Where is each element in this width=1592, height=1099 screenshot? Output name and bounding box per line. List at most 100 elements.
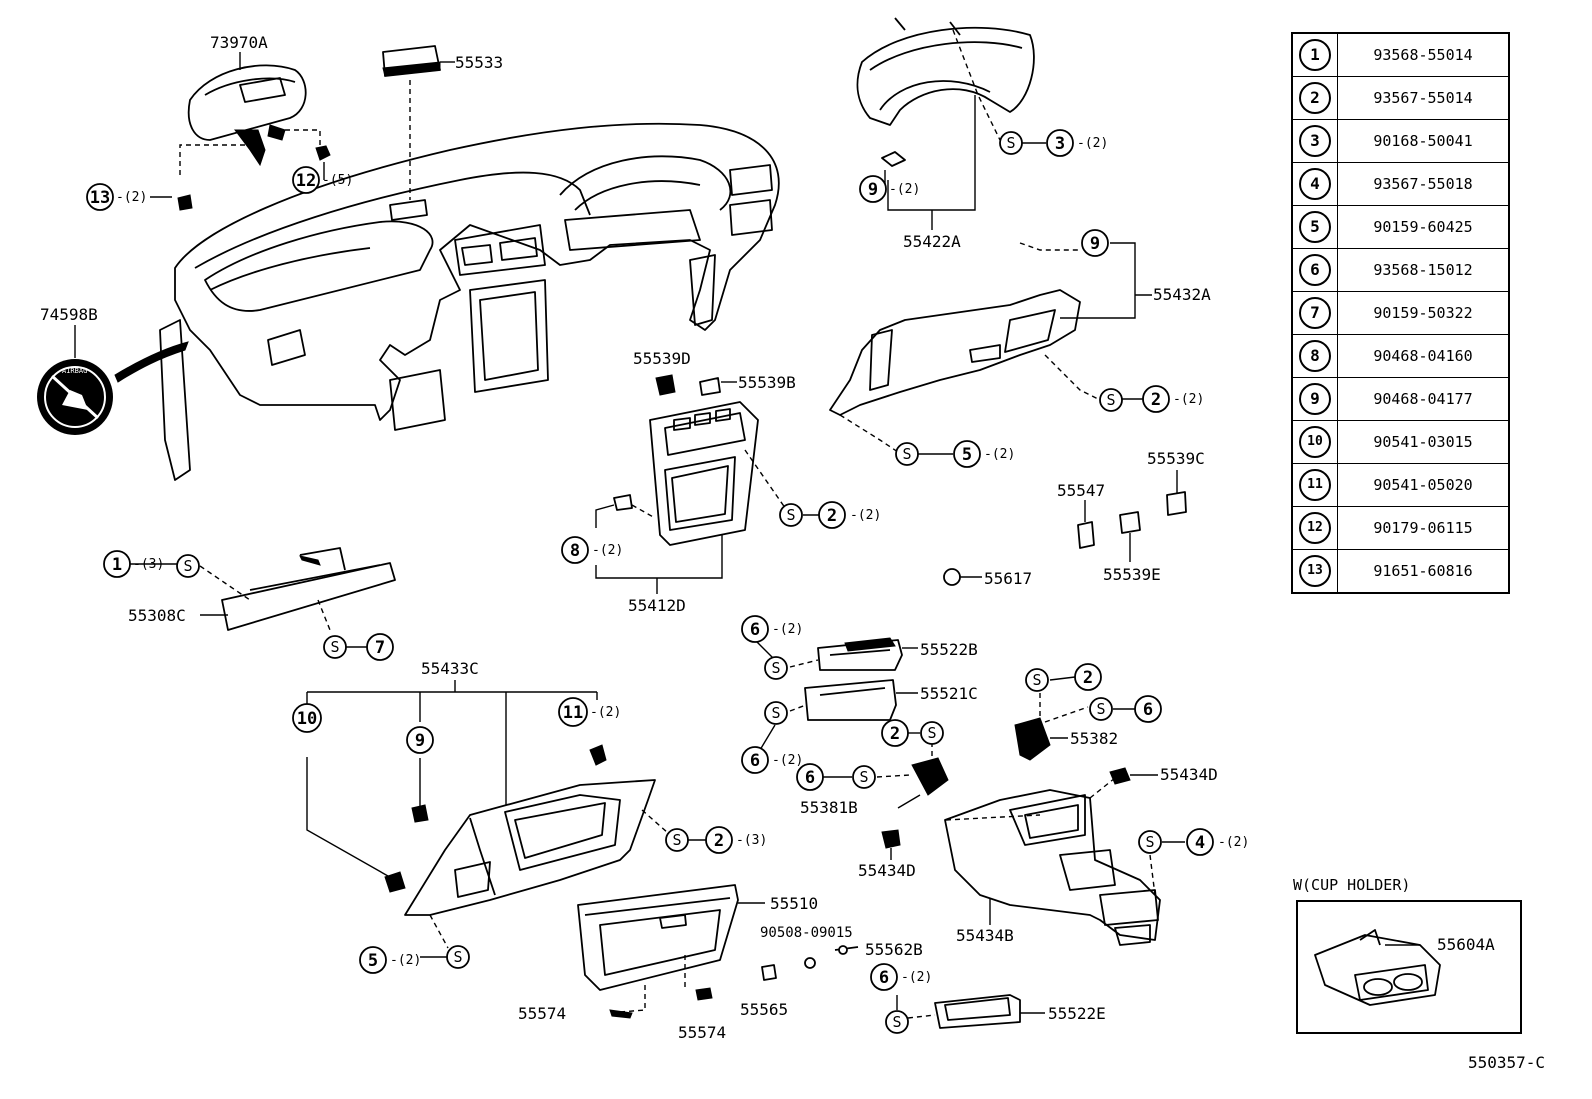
callout-8: 8 — [570, 541, 580, 561]
parts-table-part-number: 91651-60816 — [1337, 549, 1510, 594]
screw-symbol: S — [1032, 671, 1041, 689]
screw-symbol: S — [927, 724, 936, 742]
callout-2-cluster: 2 — [827, 506, 837, 526]
callout-6-box-bottom-qty: -(2) — [772, 753, 803, 768]
label-55539D: 55539D — [633, 349, 691, 368]
parts-table-part-number: 93568-15012 — [1337, 248, 1510, 292]
callout-6-mount: 6 — [805, 768, 815, 788]
parts-table-part-number: 93568-55014 — [1337, 32, 1510, 77]
callout-4-qty: -(2) — [1218, 835, 1249, 850]
callout-2-cluster-qty: -(2) — [850, 508, 881, 523]
callout-7: 7 — [375, 638, 385, 658]
callout-10: 10 — [297, 709, 317, 729]
parts-table-part-number: 93567-55018 — [1337, 162, 1510, 206]
callout-3-qty: -(2) — [1077, 136, 1108, 151]
callout-5-lower-panel: 5 — [962, 445, 972, 465]
label-55308C: 55308C — [128, 606, 186, 625]
parts-table-part-number: 90541-03015 — [1337, 420, 1510, 464]
label-55434D-top: 55434D — [1160, 765, 1218, 784]
callout-1-qty: -(3) — [133, 557, 164, 572]
callout-12-qty: -(5) — [322, 173, 353, 188]
mount-brackets — [876, 693, 1089, 809]
callout-6-box-top: 6 — [750, 620, 760, 640]
parts-table-part-number: 90159-60425 — [1337, 205, 1510, 249]
callout-11-qty: -(2) — [590, 705, 621, 720]
parts-table-part-number: 90179-06115 — [1337, 506, 1510, 550]
screw-symbol: S — [672, 831, 681, 849]
screw-symbol: S — [902, 445, 911, 463]
parts-table-index: 3 — [1299, 125, 1331, 157]
callout-5-glovebox-qty: -(2) — [390, 953, 421, 968]
callout-9-hood: 9 — [868, 180, 878, 200]
callout-8-qty: -(2) — [592, 543, 623, 558]
screw-symbol: S — [771, 704, 780, 722]
callout-11: 11 — [563, 703, 583, 723]
label-55433C: 55433C — [421, 659, 479, 678]
part-labels: 73970A 55533 74598B AIRBAG 55422A 55432A… — [40, 33, 1218, 1042]
parts-table-index: 11 — [1299, 469, 1331, 501]
label-55522B: 55522B — [920, 640, 978, 659]
label-55522E: 55522E — [1048, 1004, 1106, 1023]
callout-3: 3 — [1055, 134, 1065, 154]
callout-9-hood-qty: -(2) — [889, 182, 920, 197]
parts-table-index: 4 — [1299, 168, 1331, 200]
callout-1: 1 — [112, 555, 122, 575]
parts-table-part-number: 90159-50322 — [1337, 291, 1510, 335]
cup-holder-drawing: 55604A — [1314, 929, 1495, 1006]
parts-table-index: 10 — [1299, 426, 1331, 458]
reinforcement-55308C — [199, 547, 396, 631]
label-55510: 55510 — [770, 894, 818, 913]
parts-table-part-number: 90468-04177 — [1337, 377, 1510, 421]
callout-2-mount: 2 — [890, 724, 900, 744]
callout-5-glovebox: 5 — [368, 951, 378, 971]
label-55604A: 55604A — [1437, 935, 1495, 954]
label-55547: 55547 — [1057, 481, 1105, 500]
screw-symbol: S — [1096, 700, 1105, 718]
screw-symbol: S — [330, 638, 339, 656]
callout-13: 13 — [90, 188, 110, 208]
screw-symbol: S — [859, 768, 868, 786]
parts-table-part-number: 90468-04160 — [1337, 334, 1510, 378]
label-90508-09015: 90508-09015 — [760, 925, 853, 941]
screw-symbol: S — [453, 948, 462, 966]
parts-table-index: 8 — [1299, 340, 1331, 372]
meter-hood — [856, 17, 1035, 230]
box-55522E — [896, 994, 1045, 1029]
callout-2-lower-panel-qty: -(2) — [1173, 392, 1204, 407]
parts-table-part-number: 93567-55014 — [1337, 76, 1510, 120]
label-55432A: 55432A — [1153, 285, 1211, 304]
callout-9-lower-panel: 9 — [1090, 234, 1100, 254]
callout-2-glovebox: 2 — [714, 831, 724, 851]
cup-holder-inset-title: W(CUP HOLDER) — [1293, 876, 1411, 894]
callout-6-box-top-qty: -(2) — [772, 622, 803, 637]
parts-table-index: 2 — [1299, 82, 1331, 114]
parts-table-part-number: 90541-05020 — [1337, 463, 1510, 507]
label-55539C: 55539C — [1147, 449, 1205, 468]
screw-symbol: S — [786, 506, 795, 524]
label-73970A: 73970A — [210, 33, 268, 52]
label-55533: 55533 — [455, 53, 503, 72]
glovebox — [577, 884, 859, 1019]
callout-2-bracket: 2 — [1083, 668, 1093, 688]
label-55434B: 55434B — [956, 926, 1014, 945]
instrument-panel — [114, 122, 780, 481]
label-55521C: 55521C — [920, 684, 978, 703]
drawing-code: 550357-C — [1468, 1053, 1546, 1072]
label-55574-right: 55574 — [678, 1023, 726, 1042]
label-55617: 55617 — [984, 569, 1032, 588]
airbag-warning-label — [37, 325, 113, 435]
label-55412D: 55412D — [628, 596, 686, 615]
callout-2-glovebox-qty: -(3) — [736, 833, 767, 848]
center-cluster-finish-panel — [595, 374, 791, 594]
callout-5-lower-panel-qty: -(2) — [984, 447, 1015, 462]
parts-table-index: 9 — [1299, 383, 1331, 415]
